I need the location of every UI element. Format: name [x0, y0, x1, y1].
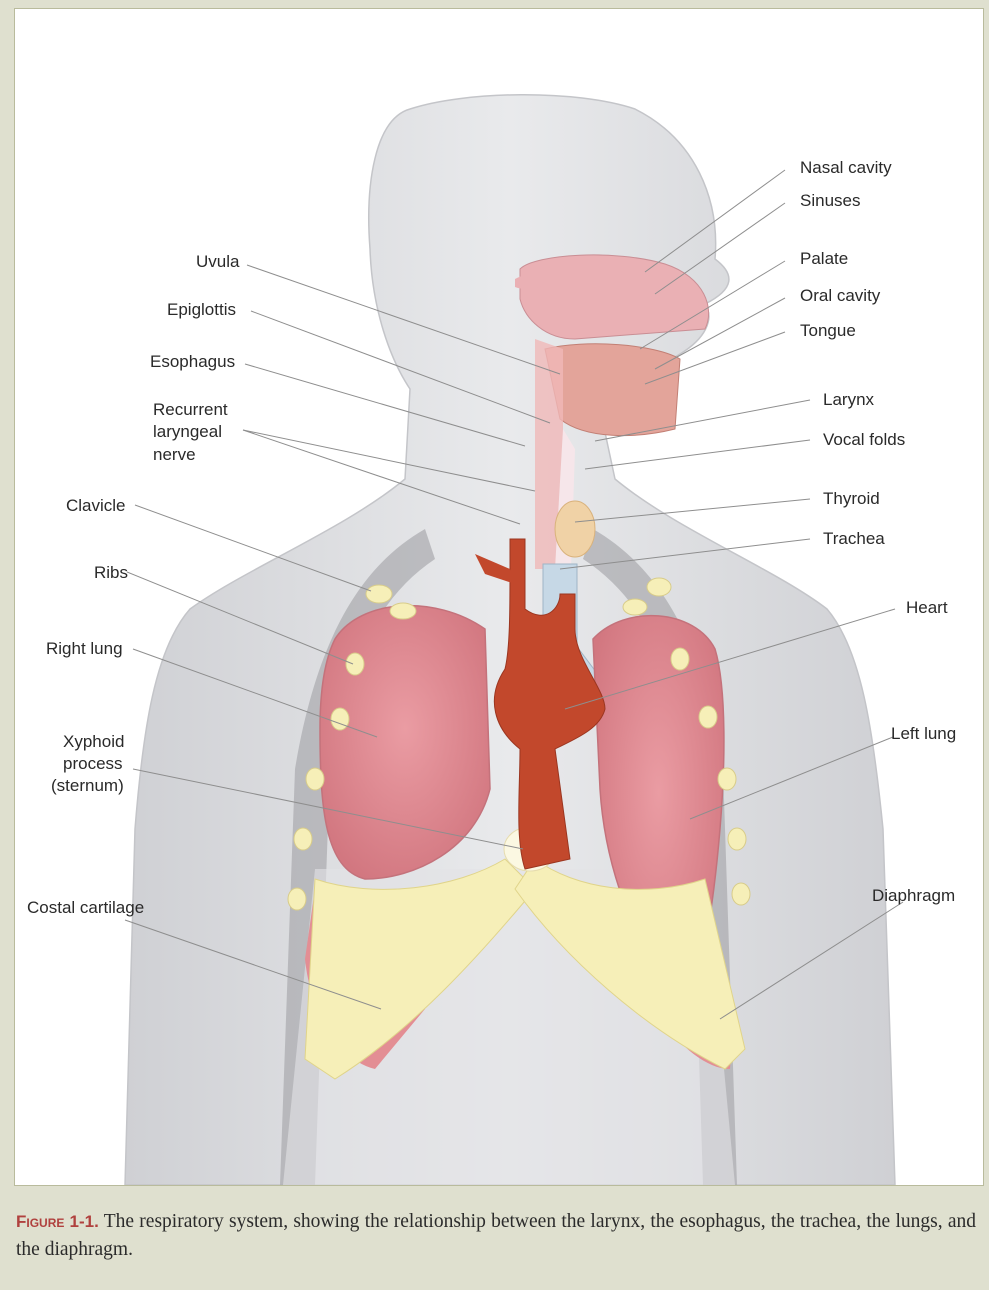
label-xyphoid-1: Xyphoid	[63, 732, 124, 751]
label-xyphoid-2: process	[63, 754, 123, 773]
illustration-panel: Nasal cavity Sinuses Palate Oral cavity …	[14, 8, 984, 1186]
label-thyroid: Thyroid	[823, 489, 880, 508]
label-recurrent-laryngeal-nerve-1: Recurrent	[153, 400, 228, 419]
label-xyphoid-3: (sternum)	[51, 776, 124, 795]
label-palate: Palate	[800, 249, 848, 268]
label-oral-cavity: Oral cavity	[800, 286, 881, 305]
figure-caption: Figure 1-1. The respiratory system, show…	[16, 1208, 976, 1264]
label-left-lung: Left lung	[891, 724, 956, 743]
label-diaphragm: Diaphragm	[872, 886, 955, 905]
label-tongue: Tongue	[800, 321, 856, 340]
label-recurrent-laryngeal-nerve-2: laryngeal	[153, 422, 222, 441]
label-larynx: Larynx	[823, 390, 875, 409]
label-nasal-cavity: Nasal cavity	[800, 158, 892, 177]
label-costal-cartilage: Costal cartilage	[27, 898, 144, 917]
label-epiglottis: Epiglottis	[167, 300, 236, 319]
label-heart: Heart	[906, 598, 948, 617]
label-uvula: Uvula	[196, 252, 240, 271]
respiratory-system-diagram: Nasal cavity Sinuses Palate Oral cavity …	[15, 9, 983, 1185]
label-recurrent-laryngeal-nerve-3: nerve	[153, 445, 196, 464]
figure-label: Figure 1-1.	[16, 1212, 99, 1231]
label-esophagus: Esophagus	[150, 352, 235, 371]
label-vocal-folds: Vocal folds	[823, 430, 905, 449]
label-ribs: Ribs	[94, 563, 128, 582]
label-right-lung: Right lung	[46, 639, 123, 658]
label-trachea: Trachea	[823, 529, 885, 548]
label-clavicle: Clavicle	[66, 496, 126, 515]
label-sinuses: Sinuses	[800, 191, 860, 210]
caption-text: The respiratory system, showing the rela…	[16, 1211, 976, 1260]
